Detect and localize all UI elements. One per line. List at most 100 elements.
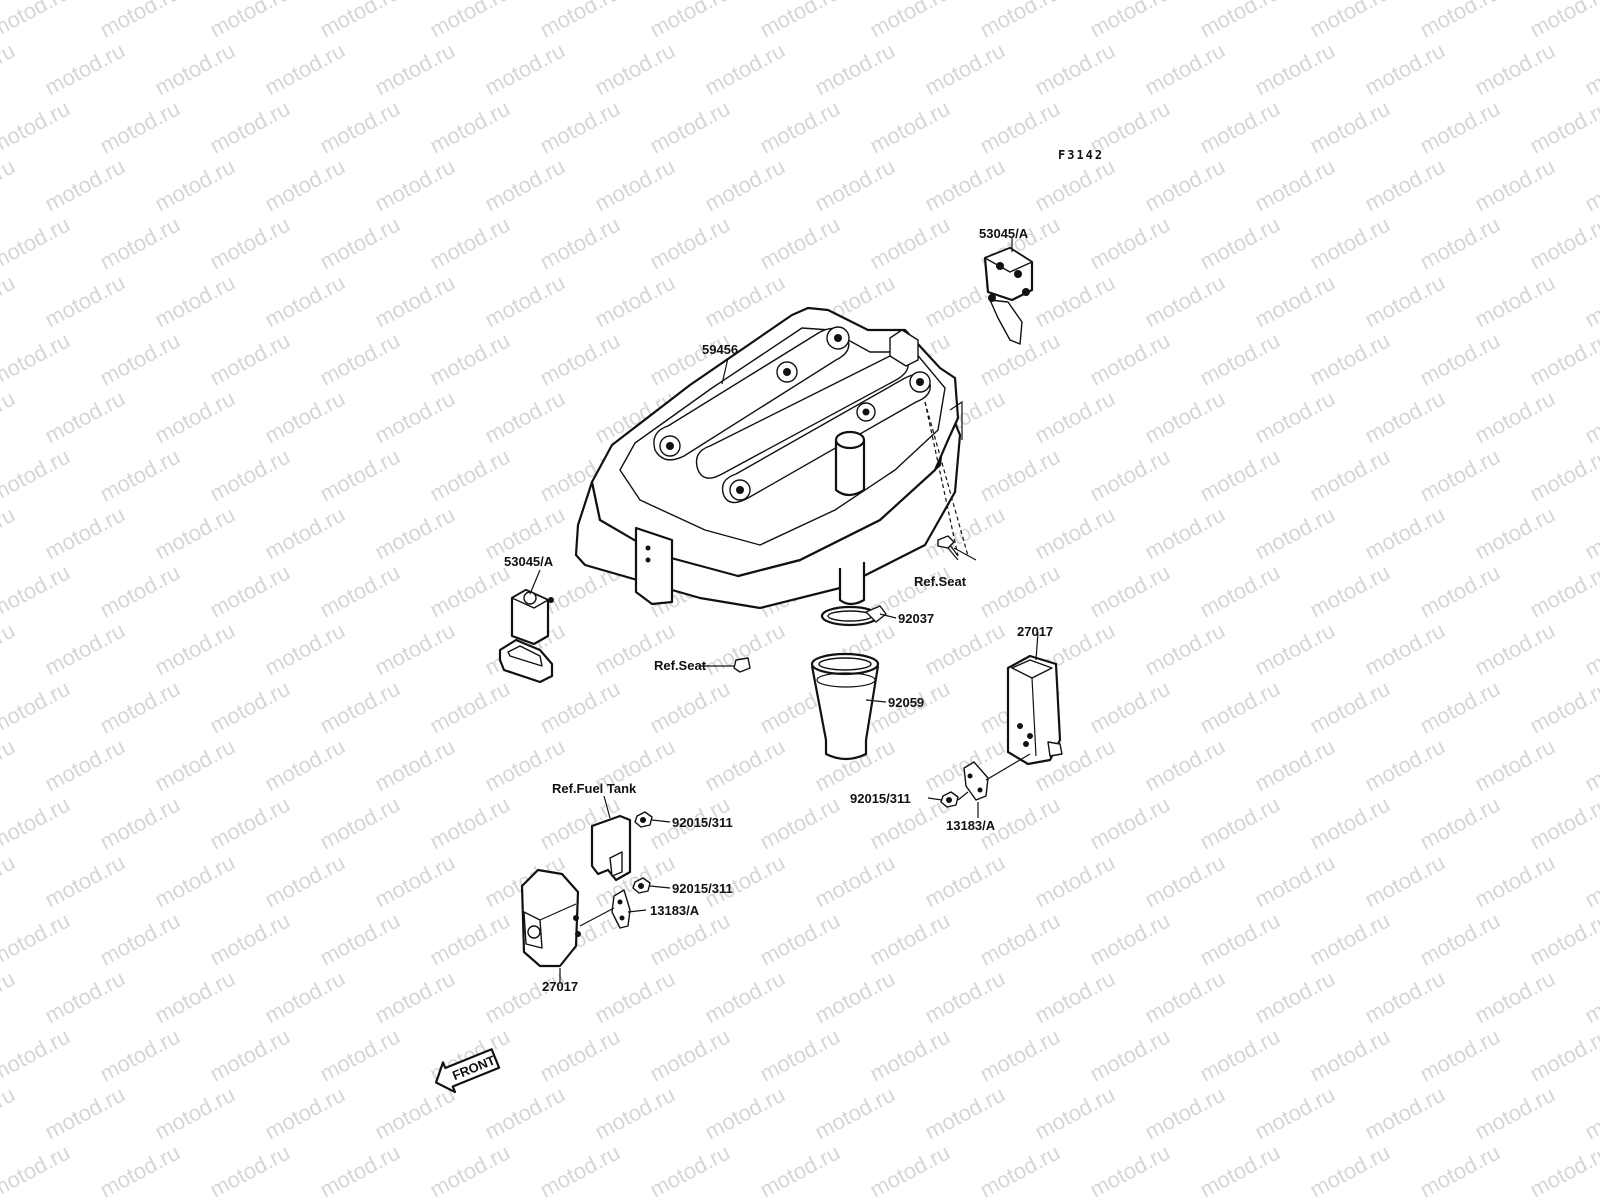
watermark-text: motod.ru [1416, 792, 1504, 855]
watermark-text: motod.ru [756, 1140, 844, 1200]
label-ref-seat-right: Ref.Seat [914, 574, 967, 589]
watermark-text: motod.ru [921, 850, 1009, 913]
watermark-text: motod.ru [1581, 154, 1600, 217]
watermark-text: motod.ru [1196, 1140, 1284, 1200]
watermark-text: motod.ru [1526, 0, 1600, 42]
watermark-text: motod.ru [1471, 502, 1559, 565]
watermark-text: motod.ru [1196, 444, 1284, 507]
watermark-text: motod.ru [1581, 38, 1600, 101]
watermark-text: motod.ru [96, 792, 184, 855]
watermark-text: motod.ru [261, 734, 349, 797]
watermark-text: motod.ru [1471, 386, 1559, 449]
watermark-text: motod.ru [976, 1024, 1064, 1087]
watermark-text: motod.ru [1471, 618, 1559, 681]
watermark-text: motod.ru [536, 96, 624, 159]
watermark-text: motod.ru [371, 1082, 459, 1145]
watermark-text: motod.ru [151, 154, 239, 217]
watermark-text: motod.ru [756, 1024, 844, 1087]
watermark-text: motod.ru [151, 734, 239, 797]
watermark-text: motod.ru [1471, 270, 1559, 333]
watermark-text: motod.ru [96, 1140, 184, 1200]
watermark-text: motod.ru [206, 1140, 294, 1200]
watermark-text: motod.ru [536, 676, 624, 739]
watermark-text: motod.ru [921, 1082, 1009, 1145]
watermark-text: motod.ru [151, 618, 239, 681]
watermark-text: motod.ru [536, 1140, 624, 1200]
watermark-text: motod.ru [261, 38, 349, 101]
watermark-text: motod.ru [96, 908, 184, 971]
watermark-text: motod.ru [591, 966, 679, 1029]
watermark-text: motod.ru [1581, 502, 1600, 565]
watermark-text: motod.ru [1251, 154, 1339, 217]
watermark-text: motod.ru [1196, 792, 1284, 855]
label-hose: 92059 [888, 695, 924, 710]
watermark-text: motod.ru [591, 1082, 679, 1145]
watermark-text: motod.ru [151, 386, 239, 449]
watermark-text: motod.ru [41, 154, 129, 217]
label-clamp: 92037 [898, 611, 934, 626]
watermark-text: motod.ru [1141, 1082, 1229, 1145]
watermark-text: motod.ru [646, 1140, 734, 1200]
watermark-text: motod.ru [261, 1082, 349, 1145]
watermark-text: motod.ru [1526, 212, 1600, 275]
watermark-text: motod.ru [1361, 618, 1449, 681]
watermark-text: motod.ru [536, 212, 624, 275]
label-nut-left-top: 92015/311 [672, 815, 733, 830]
watermark-text: motod.ru [0, 328, 74, 391]
watermark-text: motod.ru [1526, 908, 1600, 971]
watermark-text: motod.ru [591, 38, 679, 101]
watermark-text: motod.ru [1361, 38, 1449, 101]
label-ref-fuel-tank: Ref.Fuel Tank [552, 781, 637, 796]
watermark-text: motod.ru [1471, 154, 1559, 217]
watermark-text: motod.ru [1141, 618, 1229, 681]
watermark-text: motod.ru [371, 386, 459, 449]
watermark-text: motod.ru [701, 966, 789, 1029]
watermark-text: motod.ru [646, 676, 734, 739]
watermark-text: motod.ru [1416, 328, 1504, 391]
watermark-text: motod.ru [1581, 618, 1600, 681]
watermark-text: motod.ru [536, 328, 624, 391]
watermark-text: motod.ru [41, 1082, 129, 1145]
damper-left [520, 868, 581, 968]
watermark-text: motod.ru [1361, 1082, 1449, 1145]
watermark-text: motod.ru [1086, 792, 1174, 855]
watermark-text: motod.ru [481, 154, 569, 217]
watermark-text: motod.ru [0, 38, 19, 101]
watermark-text: motod.ru [976, 908, 1064, 971]
watermark-text: motod.ru [426, 792, 514, 855]
hose-clamp [820, 605, 887, 627]
watermark-text: motod.ru [0, 1024, 74, 1087]
watermark-text: motod.ru [0, 966, 19, 1029]
watermark-text: motod.ru [1581, 386, 1600, 449]
watermark-text: motod.ru [41, 966, 129, 1029]
watermark-text: motod.ru [811, 1082, 899, 1145]
ref-seat-bolt-left [733, 657, 751, 673]
watermark-text: motod.ru [701, 38, 789, 101]
watermark-text: motod.ru [371, 850, 459, 913]
watermark-text: motod.ru [151, 502, 239, 565]
watermark-text: motod.ru [756, 96, 844, 159]
watermark-text: motod.ru [1251, 618, 1339, 681]
watermark-text: motod.ru [316, 444, 404, 507]
watermark-text: motod.ru [151, 966, 239, 1029]
watermark-text: motod.ru [756, 792, 844, 855]
watermark-text: motod.ru [151, 270, 239, 333]
watermark-text: motod.ru [866, 212, 954, 275]
watermark-text: motod.ru [811, 154, 899, 217]
watermark-text: motod.ru [1086, 560, 1174, 623]
watermark-text: motod.ru [1141, 38, 1229, 101]
label-plate-left: 13183/A [650, 903, 700, 918]
watermark-text: motod.ru [96, 1024, 184, 1087]
watermark-text: motod.ru [1526, 792, 1600, 855]
watermark-text: motod.ru [371, 502, 459, 565]
watermark-text: motod.ru [426, 1140, 514, 1200]
watermark-text: motod.ru [261, 618, 349, 681]
watermark-text: motod.ru [1086, 328, 1174, 391]
watermark-text: motod.ru [1361, 502, 1449, 565]
watermark-text: motod.ru [1306, 1140, 1394, 1200]
watermark-text: motod.ru [1031, 386, 1119, 449]
watermark-text: motod.ru [96, 444, 184, 507]
label-bracket-left: 53045/A [504, 554, 554, 569]
watermark-text: motod.ru [1416, 908, 1504, 971]
watermark-text: motod.ru [1086, 0, 1174, 42]
